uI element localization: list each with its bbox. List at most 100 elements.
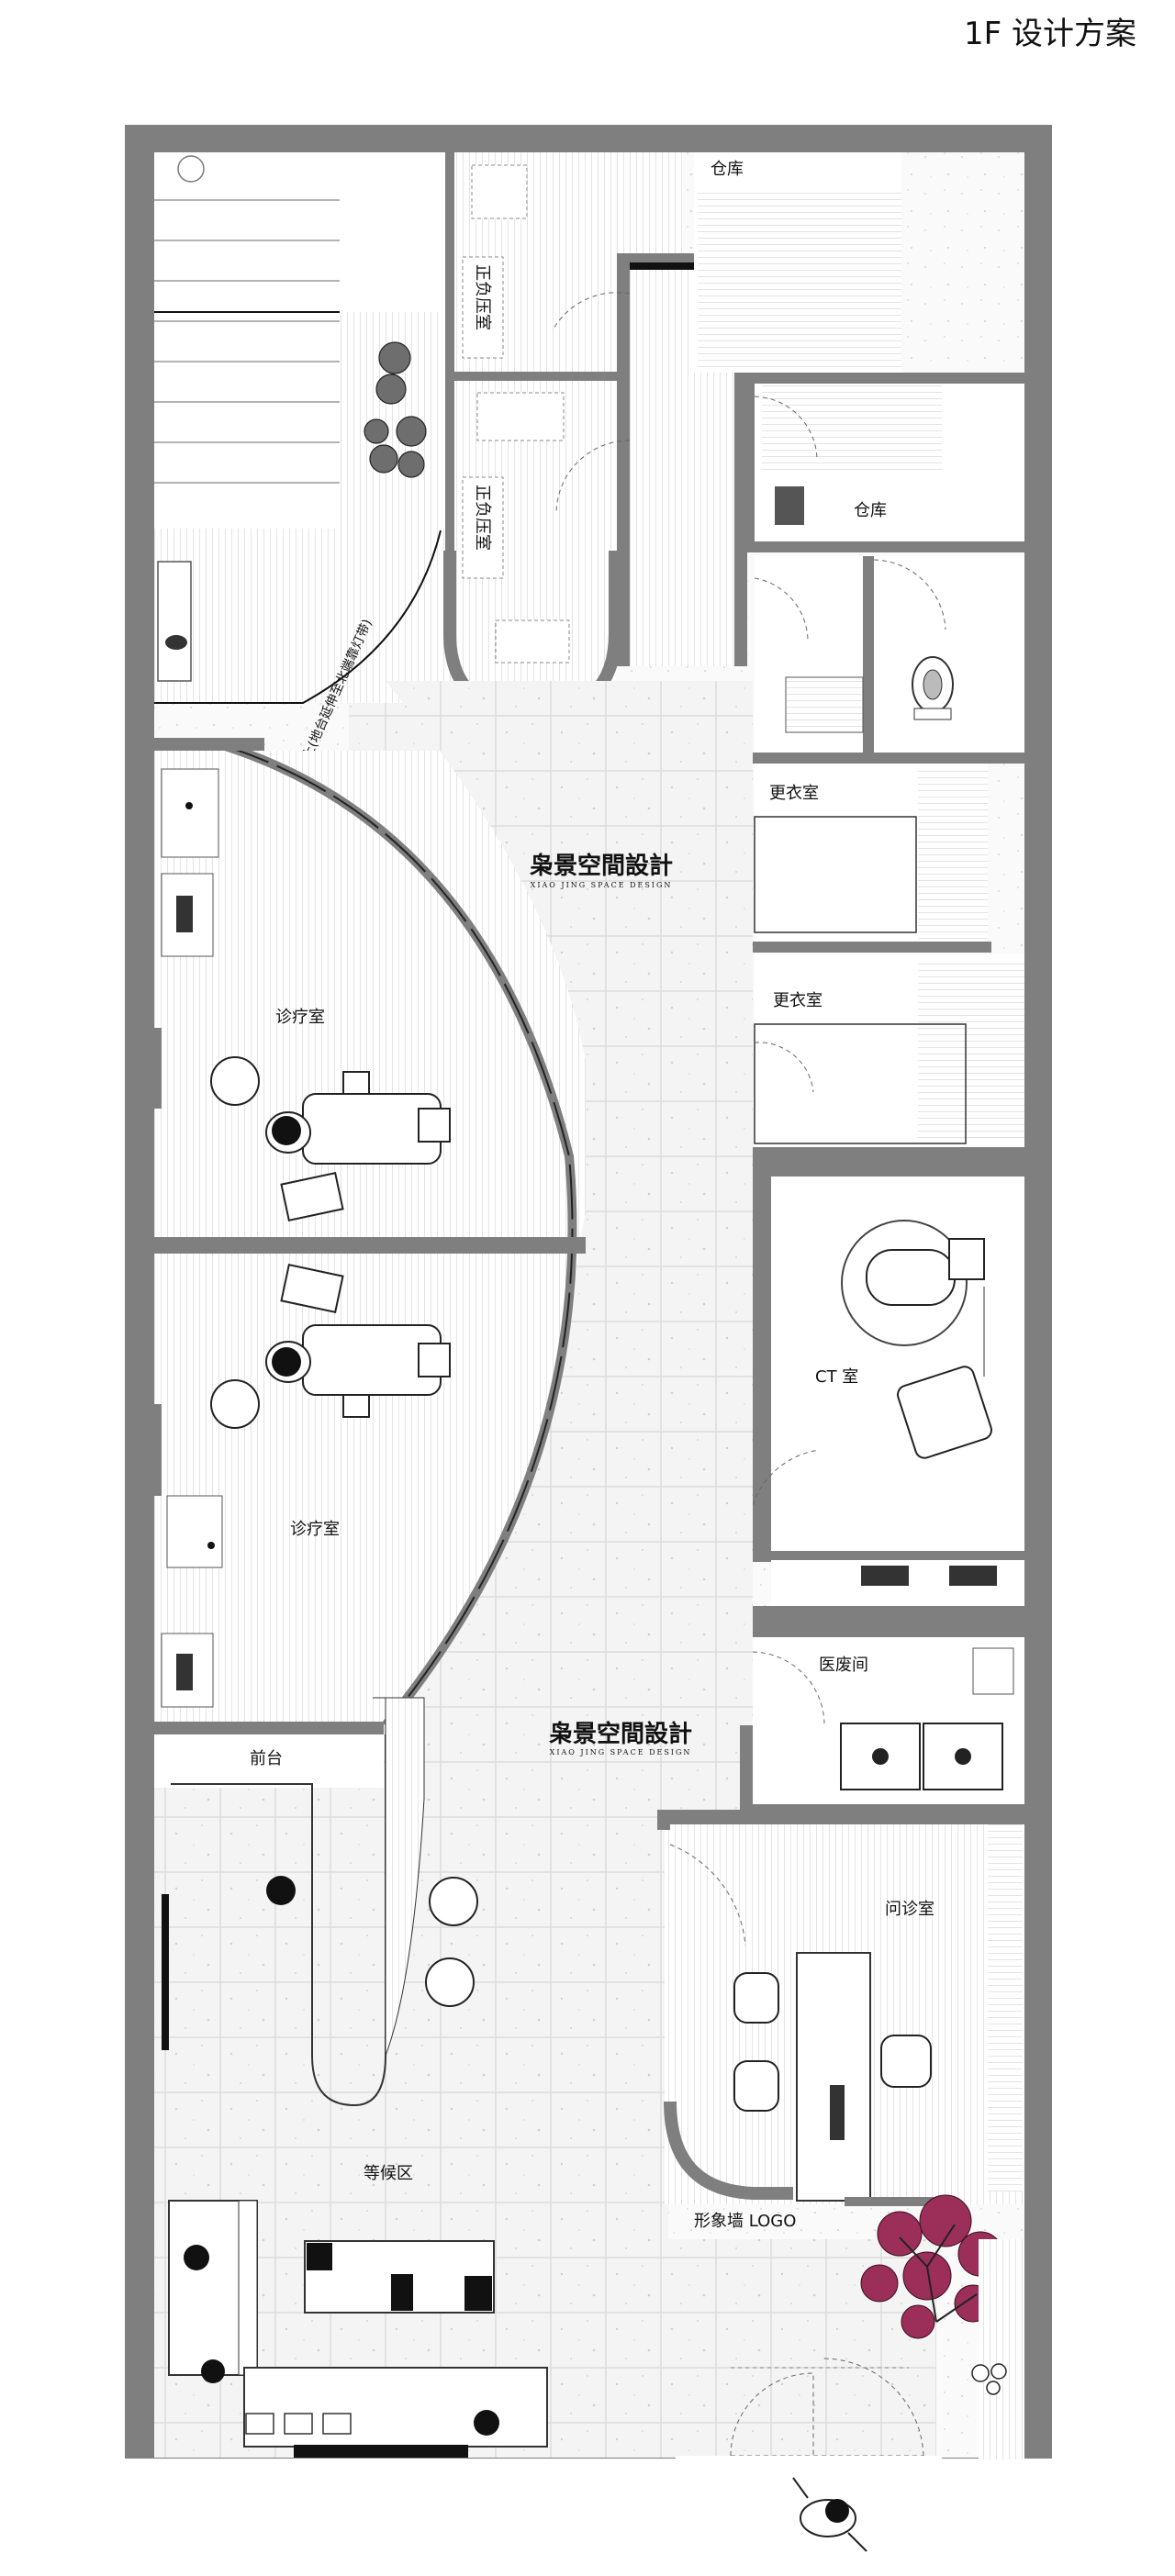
toilet-tank: [913, 708, 952, 720]
storage-top-wall: [901, 152, 1024, 373]
sink-drain-1: [185, 802, 193, 809]
reception-counter: [171, 1734, 386, 2107]
desk-monitor: [830, 2085, 845, 2140]
right-wall-band-top: [744, 753, 1024, 764]
basin-bowl: [165, 635, 187, 650]
storage-shelves-mid: [762, 385, 942, 474]
waste-sink: [972, 1647, 1014, 1695]
locker-bench-2: [754, 1023, 967, 1144]
reception-wall-strip: [162, 1894, 169, 2050]
locker-bench-1: [754, 816, 917, 933]
consultation-wall: [657, 1810, 1024, 1824]
reception-counter-hatch: [373, 1697, 425, 2057]
potted-plants: [364, 341, 427, 478]
column-marker: [177, 155, 205, 183]
neg-pressure-label-1: 正负压室: [473, 264, 492, 330]
washroom-door-2: [754, 577, 809, 643]
left-wall-recess-1: [147, 1028, 162, 1109]
toilet-seat: [923, 669, 943, 700]
instrument-tray-1: [280, 1172, 344, 1221]
neg-pressure-label-2: 正负压室: [473, 485, 492, 551]
shaft-glass: [630, 262, 734, 270]
receptionist: [266, 1876, 296, 1905]
floor-dot: [201, 2359, 225, 2383]
brand-subtitle-lower: XIAO JING SPACE DESIGN: [550, 1748, 692, 1756]
ct-console: [897, 1366, 992, 1459]
coffee-table-blocks: [307, 2243, 492, 2311]
waiting-chairs: [245, 2413, 352, 2435]
ct-scanner-gantry: [866, 1249, 956, 1306]
waiting-person-1: [184, 2245, 209, 2270]
planter-pots: [971, 2363, 1007, 2395]
patient-head-2: [272, 1347, 301, 1377]
consultation-wall-left: [657, 1810, 670, 1830]
shower-tray: [785, 676, 864, 733]
storage-shelves-top: [698, 193, 936, 373]
locker-hatch-1: [918, 771, 988, 942]
entrance-floor: [661, 2239, 936, 2458]
consultation-shelf: [988, 1824, 1023, 2191]
wash-basin-top: [157, 561, 192, 682]
entrance-door-right: [822, 2358, 924, 2457]
wall-sink-1: [161, 768, 219, 858]
cabinet-box-3: [495, 619, 570, 664]
tree-branches: [899, 2224, 978, 2323]
locker-hatch-2: [918, 962, 1024, 1142]
brand-name-lower: 枭景空間設計: [549, 1720, 692, 1748]
treatment-top-wall: [154, 738, 264, 751]
locker-label-1: 更衣室: [769, 784, 819, 803]
biohazard-icon: [872, 1748, 971, 1765]
washroom-wall: [863, 556, 874, 753]
waiting-person-2: [474, 2410, 499, 2436]
consultation-curve-wall: [664, 2101, 793, 2200]
monitor-1: [176, 896, 193, 932]
monitor-2: [176, 1654, 193, 1690]
consultation-door: [669, 1844, 746, 1946]
storage-label-top: 仓库: [711, 160, 744, 179]
neg-room-2-label-box: [462, 476, 504, 579]
doctor-stool-2: [210, 1379, 260, 1429]
waiting-bench-left-inner: [238, 2200, 258, 2376]
entrance-door-left: [730, 2372, 814, 2457]
entrance-opening: [676, 2456, 942, 2459]
waiting-bench-bottom: [243, 2367, 548, 2448]
ct-door: [752, 1449, 820, 1506]
wall-cabinet-1: [161, 873, 214, 957]
shaft-frame-2: [617, 253, 630, 666]
treatment-arc-fill-mask: [386, 681, 753, 1725]
left-wall-recess-2: [147, 1404, 162, 1496]
brand-subtitle-upper: XIAO JING SPACE DESIGN: [531, 881, 673, 889]
platform-edge: [154, 530, 442, 704]
locker-wall-1: [744, 942, 991, 953]
locker-door: [754, 1042, 814, 1093]
waiting-area-label: 等候区: [364, 2164, 413, 2183]
ct-monitors: [861, 1566, 997, 1586]
treatment-label-2: 诊疗室: [290, 1520, 340, 1539]
ct-room-walls-2: [740, 1158, 1024, 1176]
storage-equipment: [775, 486, 804, 525]
locker-wall-bottom: [740, 1147, 1024, 1158]
doctor-stool-1: [210, 1056, 260, 1106]
consultation-desk: [796, 1952, 871, 2202]
logo-wall-label: 形象墙 LOGO: [694, 2212, 796, 2231]
reception-area: [154, 1734, 384, 1788]
treatment-label-1: 诊疗室: [275, 1008, 325, 1027]
ct-workstation-wall: [740, 1551, 1024, 1560]
ct-room-label: CT 室: [815, 1367, 858, 1387]
cabinet-box-1: [471, 164, 528, 219]
treatment-bottom-wall: [154, 1722, 384, 1734]
ct-scanner-bed: [948, 1238, 985, 1280]
consultation-chairs: [733, 1972, 932, 2112]
shaft-door-1: [552, 292, 631, 331]
storage-walls: [744, 373, 1024, 552]
reception-stools: [425, 1877, 478, 2007]
reception-label: 前台: [250, 1749, 283, 1768]
ct-room-wall-bottom: [740, 1606, 1024, 1637]
consultation-label: 问诊室: [885, 1900, 934, 1919]
plan-title: 1F 设计方案: [964, 16, 1136, 52]
medical-waste-label: 医废间: [819, 1656, 868, 1675]
visitor-figure: [792, 2477, 867, 2552]
storage-label-mid: 仓库: [854, 501, 887, 520]
logo-wall-strip: [845, 2197, 936, 2206]
